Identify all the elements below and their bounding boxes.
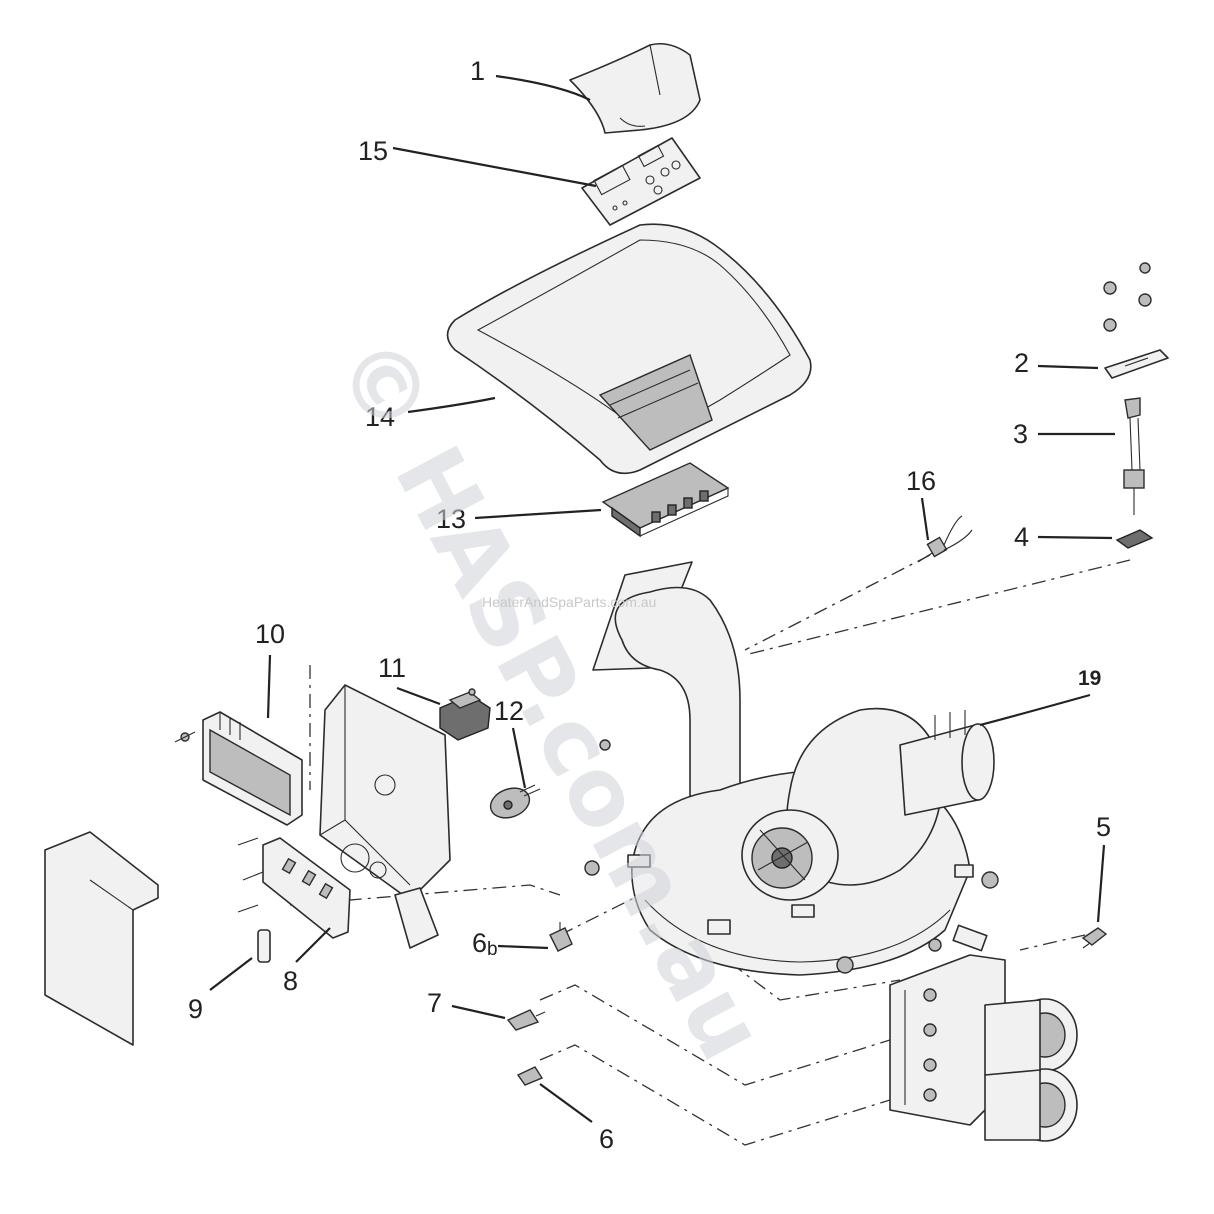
igniter-part [917,515,973,563]
callout-13: 13 [436,504,466,534]
callout-9: 9 [188,994,203,1024]
flame-sensor-part [1123,397,1145,515]
side-panel-part [44,831,159,1046]
callout-16: 16 [906,466,936,496]
pressure-switch-12-part [489,784,541,819]
callout-6b: 6 [472,928,487,958]
hardware-nuts-part [1103,262,1152,332]
assembly-lines [289,554,1131,1146]
transformer-part [439,688,491,741]
callout-7: 7 [427,988,442,1018]
callout-11: 11 [378,653,406,683]
high-limit-6-part [516,1066,544,1086]
leader-lines [209,74,1115,1123]
sensor-bracket-part [1104,349,1169,379]
callout-12: 12 [494,696,524,726]
callout-1: 1 [470,56,485,86]
callout-14: 14 [365,402,395,432]
callout-8: 8 [283,966,298,996]
fuse-part [257,929,271,963]
callout-4: 4 [1014,522,1029,552]
sensor-gasket-part [1115,529,1154,549]
bezel-cover-part [569,42,701,134]
callout-10: 10 [255,619,285,649]
callout-labels: 1 15 14 13 2 3 4 16 19 5 6 b 7 6 9 8 10 … [188,56,1111,1154]
header-manifold-part [836,924,1078,1142]
callout-6: 6 [599,1124,614,1154]
top-cover-part [446,223,812,475]
callout-19: 19 [1078,667,1101,690]
callout-5: 5 [1096,812,1111,842]
watermark-url: HeaterAndSpaParts.com.au [482,594,656,610]
terminal-strip-part [237,837,351,939]
electrical-box-part [319,684,451,949]
pressure-switch-6b-part [549,922,573,952]
display-box-part [174,711,303,826]
control-overlay-part [581,137,701,226]
control-board-part [601,462,730,538]
callout-15: 15 [358,136,388,166]
thermistor-7-part [506,1009,546,1031]
callout-6b-subscript: b [487,939,498,960]
callout-2: 2 [1014,348,1029,378]
callout-3: 3 [1013,419,1028,449]
blower-assembly-part [584,561,999,976]
temp-sensor-part [1081,927,1108,949]
